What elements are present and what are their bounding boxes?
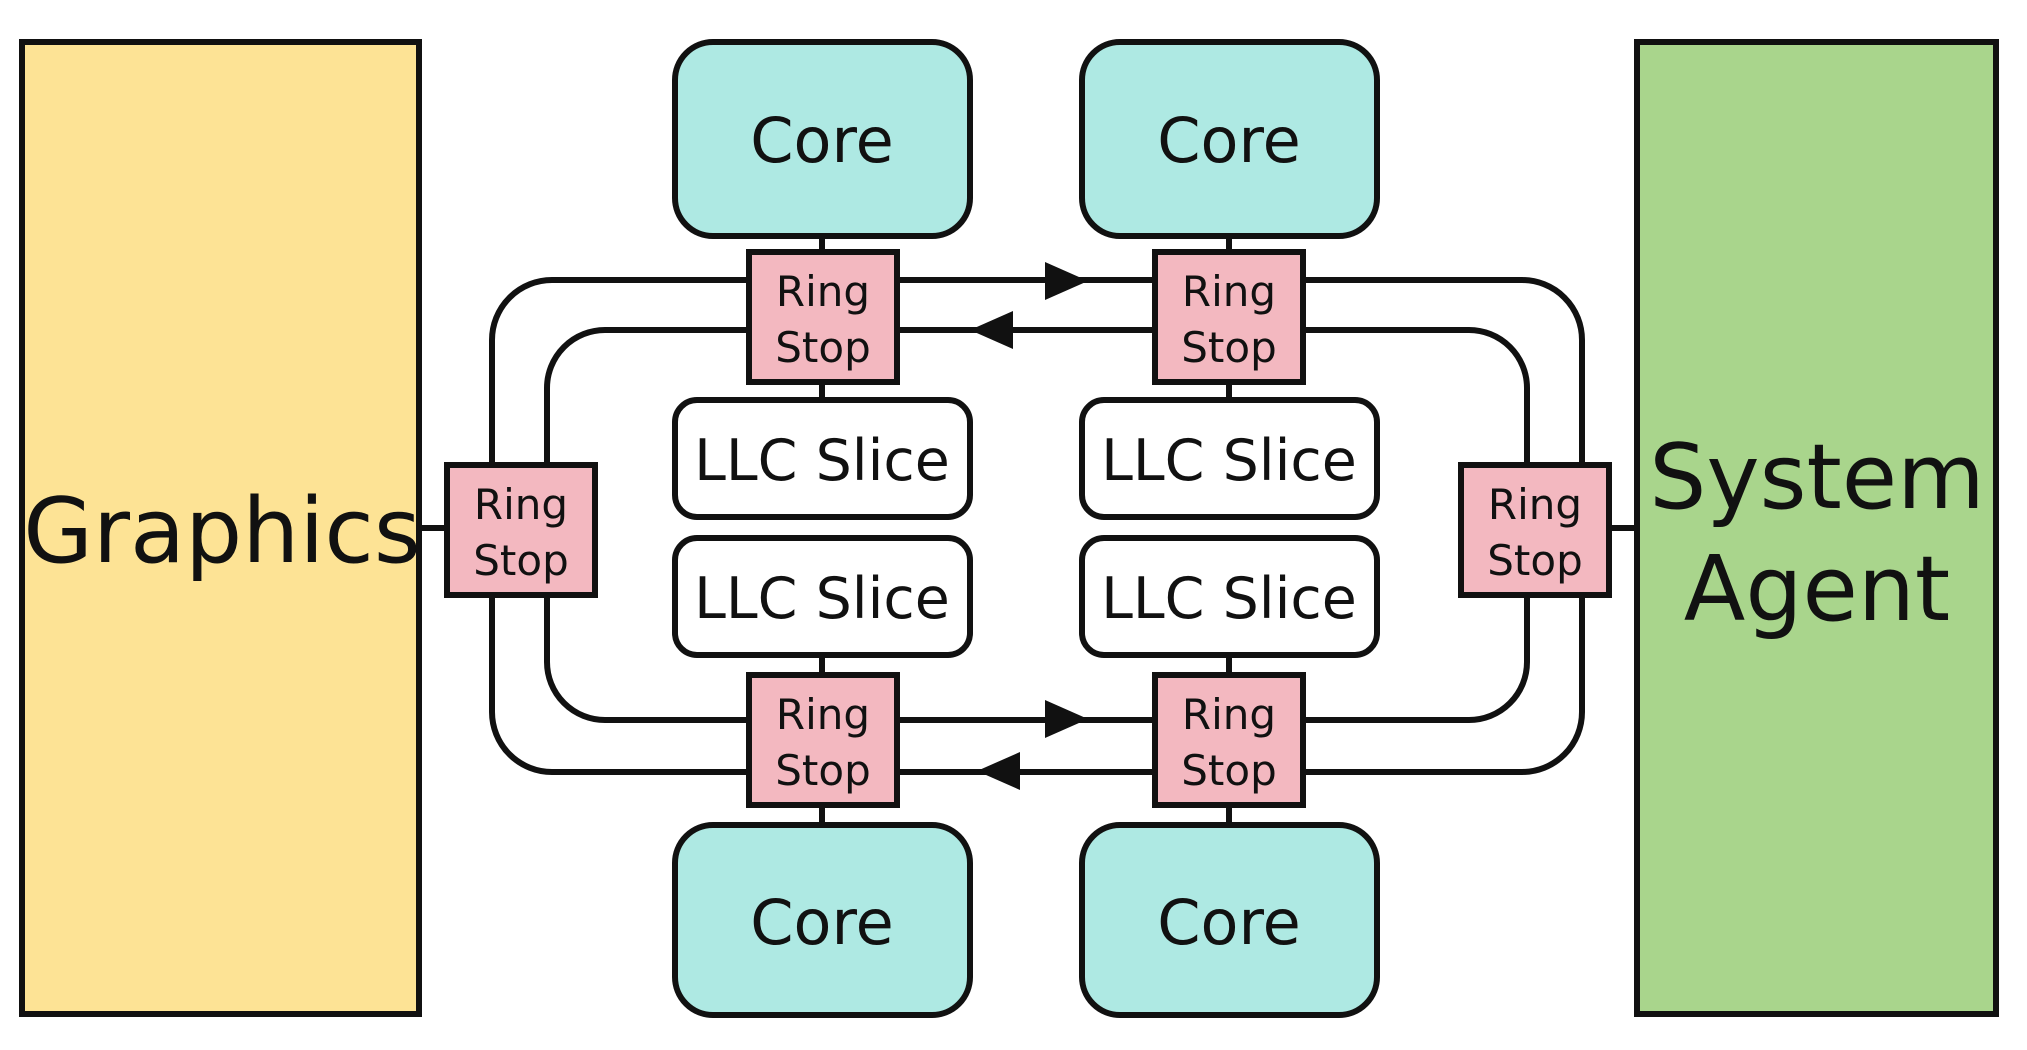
- llc-slice-label: LLC Slice: [1101, 566, 1357, 632]
- core-block: Core: [672, 39, 973, 239]
- core-label: Core: [1157, 104, 1301, 177]
- ring-stop-label-line1: Ring: [1182, 690, 1276, 739]
- ring-stop-label-line2: Stop: [775, 746, 870, 795]
- system-agent-label-line2: Agent: [1684, 537, 1950, 642]
- ring-stop-label-line1: Ring: [1488, 480, 1582, 529]
- arrow-left-icon: [970, 311, 1013, 349]
- core-block: Core: [1079, 822, 1380, 1018]
- llc-slice-block: LLC Slice: [672, 397, 973, 520]
- core-block: Core: [672, 822, 973, 1018]
- graphics-label: Graphics: [23, 479, 420, 584]
- ring-stop: Ring Stop: [1152, 249, 1306, 385]
- ring-stop-label-line2: Stop: [1487, 536, 1582, 585]
- ring-stop-label-line2: Stop: [775, 323, 870, 372]
- system-agent-block: System Agent: [1634, 39, 1999, 1017]
- arrow-right-icon: [1045, 262, 1088, 300]
- ring-stop-label-line2: Stop: [1181, 323, 1276, 372]
- llc-slice-block: LLC Slice: [1079, 397, 1380, 520]
- arrow-right-icon: [1045, 700, 1088, 738]
- ring-stop-label-line2: Stop: [473, 536, 568, 585]
- ring-stop-label-line2: Stop: [1181, 746, 1276, 795]
- llc-slice-label: LLC Slice: [694, 566, 950, 632]
- llc-slice-block: LLC Slice: [672, 535, 973, 658]
- system-agent-label-line1: System: [1649, 425, 1985, 530]
- llc-slice-label: LLC Slice: [1101, 428, 1357, 494]
- connectors: [419, 236, 1637, 825]
- ring-stop-label-line1: Ring: [1182, 267, 1276, 316]
- ring-stop: Ring Stop: [1458, 462, 1612, 598]
- ring-stop: Ring Stop: [746, 249, 900, 385]
- ring-stop-label-line1: Ring: [776, 267, 870, 316]
- core-label: Core: [750, 886, 894, 959]
- ring-stop-label-line1: Ring: [776, 690, 870, 739]
- arrow-left-icon: [977, 752, 1020, 790]
- llc-slice-block: LLC Slice: [1079, 535, 1380, 658]
- core-block: Core: [1079, 39, 1380, 239]
- core-label: Core: [1157, 886, 1301, 959]
- ring-stop: Ring Stop: [444, 462, 598, 598]
- core-label: Core: [750, 104, 894, 177]
- llc-slice-label: LLC Slice: [694, 428, 950, 494]
- ring-stop: Ring Stop: [1152, 672, 1306, 808]
- ring-stop-label-line1: Ring: [474, 480, 568, 529]
- inner-ring: [544, 327, 1530, 723]
- ring-stop: Ring Stop: [746, 672, 900, 808]
- ring-bus: [489, 277, 1585, 775]
- graphics-block: Graphics: [19, 39, 422, 1017]
- ring-arrows: [970, 262, 1088, 790]
- outer-ring: [489, 277, 1585, 775]
